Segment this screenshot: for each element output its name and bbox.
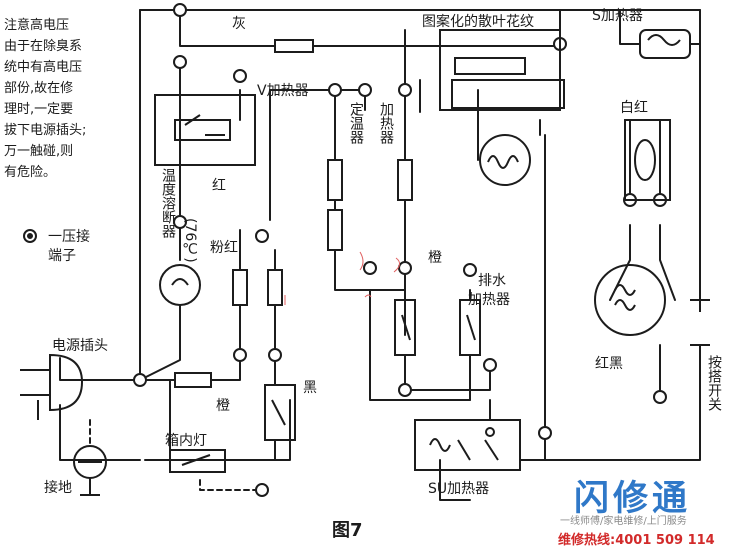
terminal-dot xyxy=(538,426,552,440)
fan-motor xyxy=(479,134,531,186)
figure-caption: 图7 xyxy=(332,520,363,541)
white-red-relay xyxy=(624,119,671,201)
wires xyxy=(59,9,701,501)
terminal-dot xyxy=(483,358,497,372)
su-heater-box xyxy=(414,419,521,471)
terminal-dot xyxy=(233,348,247,362)
label-drain-line2: 加热器 xyxy=(468,292,510,308)
label-drain-line1: 排水 xyxy=(478,273,506,289)
label-su-heater: SU加热器 xyxy=(428,481,489,497)
label-pink-red: 粉红 xyxy=(210,240,238,256)
terminal-dot xyxy=(255,483,269,497)
resistors xyxy=(174,159,413,388)
label-black: 黑 xyxy=(303,380,317,396)
terminals xyxy=(23,3,667,497)
legend-text-2: 端子 xyxy=(48,248,76,264)
pencil-marks xyxy=(284,251,400,305)
terminal-dot xyxy=(653,390,667,404)
warning-line: 有危险。 xyxy=(4,165,57,180)
watermark-logo: 闪修通 xyxy=(574,479,692,519)
terminal-dot xyxy=(363,261,377,275)
gray-fuse xyxy=(274,39,314,53)
warning-line: 由于在除臭系 xyxy=(4,39,83,54)
temp-fuse xyxy=(159,264,201,306)
defrost-pattern-heater xyxy=(439,29,565,111)
pink-red-resistor-right xyxy=(267,269,283,306)
warning-line: 注意高电压 xyxy=(4,18,70,33)
compressor-switch xyxy=(690,299,710,346)
fixed-temp-resistor xyxy=(327,159,343,201)
terminal-dot xyxy=(398,83,412,97)
label-orange-bottom: 橙 xyxy=(216,398,230,414)
warning-line: 理时,一定要 xyxy=(4,102,74,117)
label-compressor-switch: 按搭开关 xyxy=(706,355,722,411)
label-defrost-pattern: 图案化的散叶花纹 xyxy=(422,13,534,30)
heater-resistor-upper xyxy=(397,159,413,201)
legend-text-1: 一压接 xyxy=(48,228,90,245)
compressor-motor xyxy=(594,264,666,336)
label-v-heater: V加热器 xyxy=(257,83,309,99)
vertical-labels: 定温器 加热器 温度溶断器 (76℃) 按搭开关 xyxy=(160,102,722,411)
warning-line: 拔下电源插头; xyxy=(4,123,87,138)
warning-line: 万一触碰,则 xyxy=(4,144,74,159)
label-box-lamp: 箱内灯 xyxy=(165,433,207,449)
warning-line: 统中有高电压 xyxy=(4,60,83,75)
label-gray: 灰 xyxy=(232,16,246,32)
orange-resistor xyxy=(174,372,212,388)
label-red-black: 红黑 xyxy=(595,356,623,372)
s-heater xyxy=(639,29,691,59)
black-switch xyxy=(264,384,296,441)
label-heater: 加热器 xyxy=(378,102,394,144)
terminal-dot xyxy=(328,83,342,97)
power-plug xyxy=(20,353,84,420)
terminal-dot xyxy=(133,373,147,387)
label-orange-mid: 橙 xyxy=(428,250,442,266)
ground-symbol xyxy=(73,445,107,496)
v-heater-box xyxy=(154,94,256,166)
terminal-dot xyxy=(173,3,187,17)
terminal-dot xyxy=(268,348,282,362)
terminal-dot xyxy=(358,83,372,97)
terminal-dot xyxy=(463,263,477,277)
label-power-plug: 电源插头 xyxy=(52,338,108,354)
terminal-dot xyxy=(233,69,247,83)
label-red: 红 xyxy=(212,178,226,194)
fixed-temp-resistor-2 xyxy=(327,209,343,251)
terminal-dot xyxy=(255,229,269,243)
watermark-hotline: 维修热线:4001 509 114 xyxy=(558,533,715,548)
terminal-dot xyxy=(398,383,412,397)
terminal-dot xyxy=(173,215,187,229)
circuit-labels: 灰 图案化的散叶花纹 S加热器 V加热器 白红 红 粉红 橙 排水 加热器 电源… xyxy=(44,8,648,497)
pink-red-resistor-left xyxy=(232,269,248,306)
terminal-dot xyxy=(398,261,412,275)
warning-line: 部份,故在修 xyxy=(4,81,74,96)
watermark-subtitle: 一线师傅/家电维修/上门服务 xyxy=(560,516,687,527)
label-ground: 接地 xyxy=(44,479,72,496)
drain-heater-switch xyxy=(394,299,481,356)
terminal-dot xyxy=(173,55,187,69)
label-temp-value: (76℃) xyxy=(182,218,198,263)
label-s-heater: S加热器 xyxy=(592,8,643,24)
label-fixed-temp: 定温器 xyxy=(348,102,364,144)
box-lamp-switch xyxy=(169,449,226,473)
label-temp-fuse: 温度溶断器 xyxy=(160,168,176,238)
label-white-red: 白红 xyxy=(620,100,648,116)
